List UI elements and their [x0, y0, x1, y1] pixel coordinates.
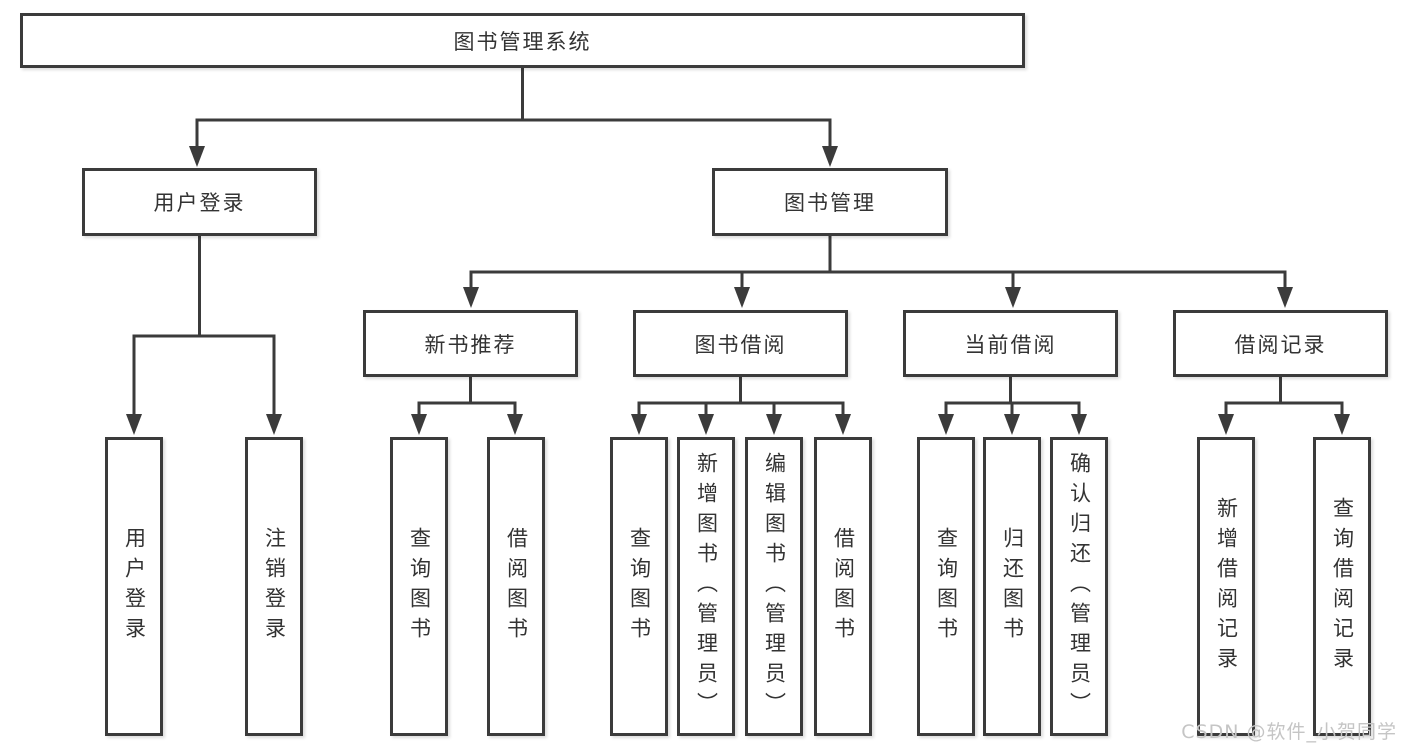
leaf-borrow-add-books-admin: 新增图书（管理员） [677, 437, 735, 736]
leaf-logout-login: 注销登录 [245, 437, 303, 736]
node-root: 图书管理系统 [20, 13, 1025, 68]
leaf-records-add-record: 新增借阅记录 [1197, 437, 1255, 736]
node-borrow-records: 借阅记录 [1173, 310, 1388, 377]
node-book-borrow: 图书借阅 [633, 310, 848, 377]
connector-root [195, 68, 832, 147]
leaf-current-return-books: 归还图书 [983, 437, 1041, 736]
leaf-recommend-borrow-books: 借阅图书 [487, 437, 545, 736]
leaf-borrow-query-books: 查询图书 [610, 437, 668, 736]
leaf-borrow-borrow-books: 借阅图书 [814, 437, 872, 736]
leaf-current-confirm-return-admin: 确认归还（管理员） [1050, 437, 1108, 736]
leaf-user-login: 用户登录 [105, 437, 163, 736]
arrowhead-mgmt [822, 146, 838, 167]
watermark: CSDN @软件_小贺同学 [1181, 721, 1397, 743]
connector-cur-group [944, 377, 1081, 415]
leaf-recommend-query-books: 查询图书 [390, 437, 448, 736]
leaf-records-query-record: 查询借阅记录 [1313, 437, 1371, 736]
connector-borrow-group [637, 377, 845, 415]
connector-hist-group [1224, 377, 1344, 415]
arrowhead-login [189, 146, 205, 167]
node-user-login: 用户登录 [82, 168, 317, 236]
node-current-borrow: 当前借阅 [903, 310, 1118, 377]
node-book-management: 图书管理 [712, 168, 948, 236]
leaf-current-query-books: 查询图书 [917, 437, 975, 736]
connector-rec-group [417, 377, 517, 415]
connector-mgmt-group [469, 236, 1287, 288]
leaf-borrow-edit-books-admin: 编辑图书（管理员） [745, 437, 803, 736]
node-new-book-recommend: 新书推荐 [363, 310, 578, 377]
connector-login-group [132, 236, 276, 415]
